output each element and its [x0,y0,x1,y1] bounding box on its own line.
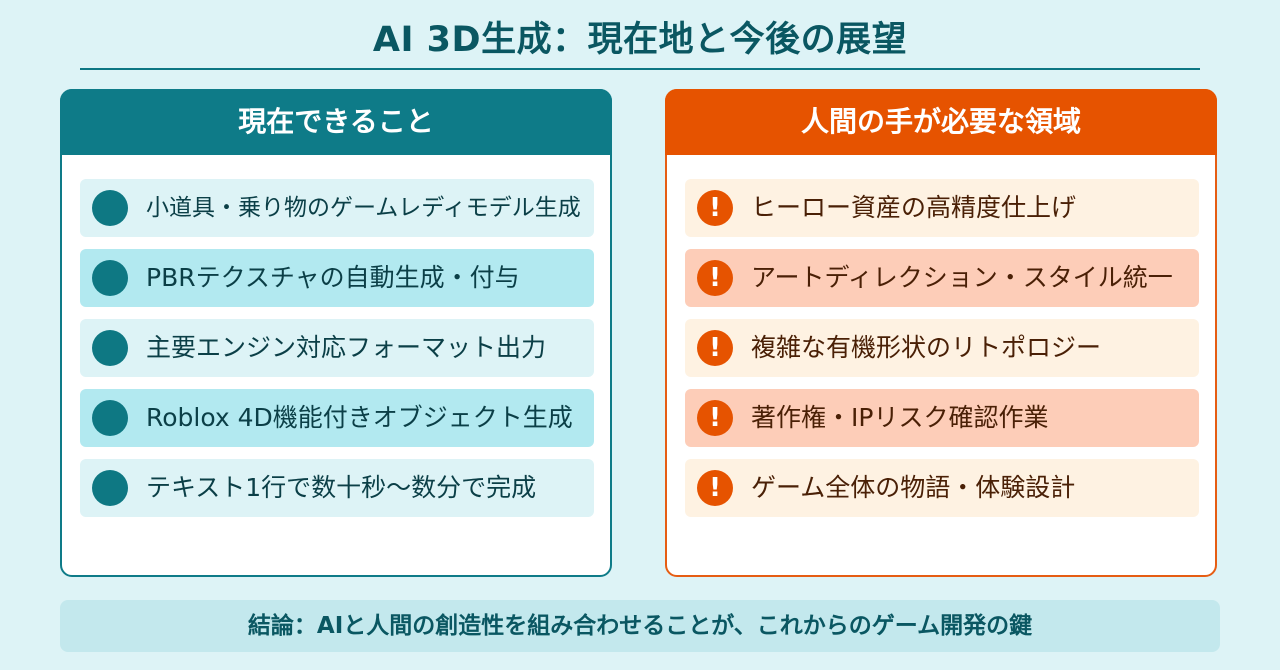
exclamation-icon: ! [697,190,733,226]
human-required-panel: 人間の手が必要な領域 ! ヒーロー資産の高精度仕上げ ! アートディレクション・… [665,89,1217,577]
filled-circle-icon [92,330,128,366]
capability-text: Roblox 4D機能付きオブジェクト生成 [146,403,573,432]
capability-text: 小道具・乗り物のゲームレディモデル生成 [146,195,581,221]
human-task-item: ! アートディレクション・スタイル統一 [685,249,1199,307]
capability-item: 小道具・乗り物のゲームレディモデル生成 [80,179,594,237]
human-task-text: 著作権・IPリスク確認作業 [751,403,1049,432]
filled-circle-icon [92,400,128,436]
human-task-item: ! ゲーム全体の物語・体験設計 [685,459,1199,517]
filled-circle-icon [92,260,128,296]
current-capabilities-header: 現在できること [60,89,612,155]
page-title: AI 3D生成：現在地と今後の展望 [372,20,908,60]
capability-item: PBRテクスチャの自動生成・付与 [80,249,594,307]
human-task-item: ! ヒーロー資産の高精度仕上げ [685,179,1199,237]
human-required-header: 人間の手が必要な領域 [665,89,1217,155]
human-task-text: 複雑な有機形状のリトポロジー [751,333,1102,362]
current-capabilities-panel: 現在できること 小道具・乗り物のゲームレディモデル生成 PBRテクスチャの自動生… [60,89,612,577]
human-task-item: ! 複雑な有機形状のリトポロジー [685,319,1199,377]
human-task-item: ! 著作権・IPリスク確認作業 [685,389,1199,447]
filled-circle-icon [92,470,128,506]
capability-item: Roblox 4D機能付きオブジェクト生成 [80,389,594,447]
capability-text: PBRテクスチャの自動生成・付与 [146,263,520,292]
filled-circle-icon [92,190,128,226]
human-task-text: アートディレクション・スタイル統一 [751,263,1173,292]
exclamation-icon: ! [697,330,733,366]
conclusion-banner: 結論：AIと人間の創造性を組み合わせることが、これからのゲーム開発の鍵 [60,600,1220,652]
exclamation-icon: ! [697,400,733,436]
human-task-text: ゲーム全体の物語・体験設計 [751,473,1076,502]
capability-item: テキスト1行で数十秒〜数分で完成 [80,459,594,517]
exclamation-icon: ! [697,260,733,296]
capability-text: 主要エンジン対応フォーマット出力 [146,333,547,362]
title-divider [80,68,1200,70]
exclamation-icon: ! [697,470,733,506]
capability-item: 主要エンジン対応フォーマット出力 [80,319,594,377]
capability-text: テキスト1行で数十秒〜数分で完成 [146,473,537,502]
human-task-text: ヒーロー資産の高精度仕上げ [751,193,1077,222]
